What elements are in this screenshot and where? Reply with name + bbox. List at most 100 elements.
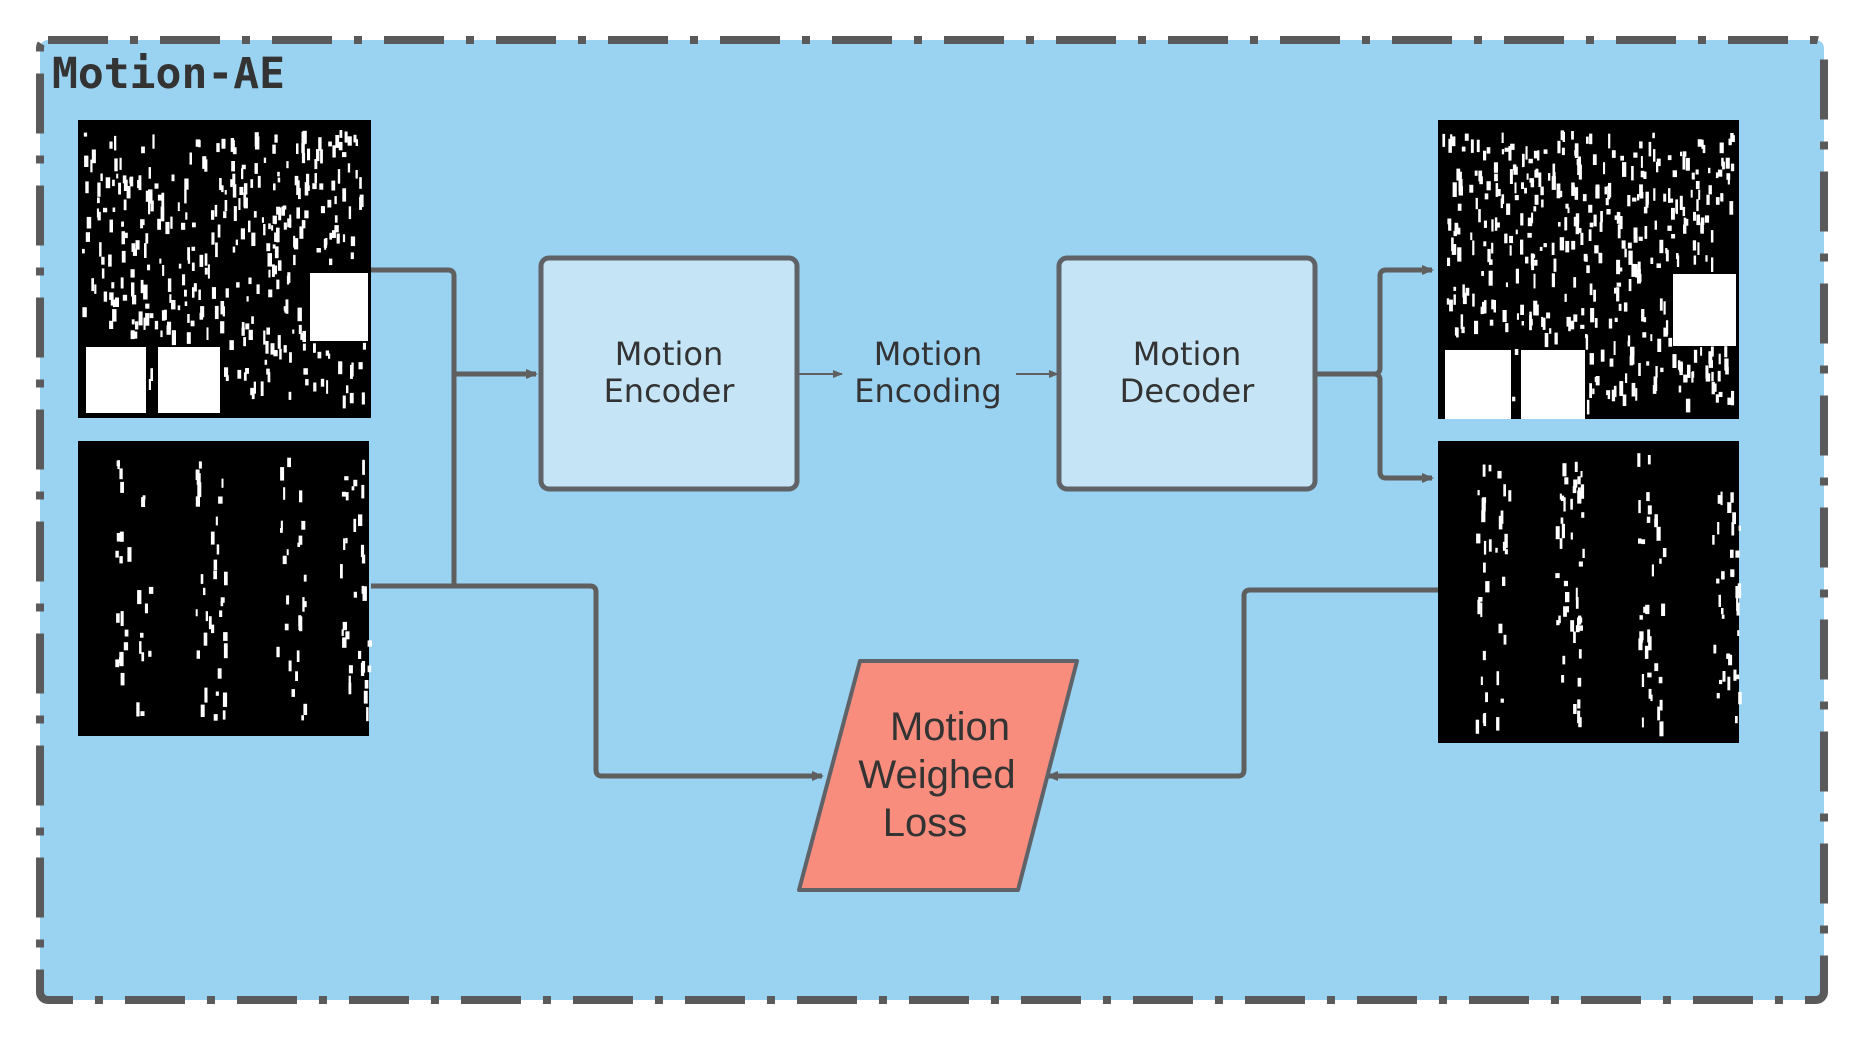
motion-mark (116, 173, 119, 179)
motion-mark (334, 225, 339, 233)
reconstructed-patch (1445, 350, 1511, 419)
motion-mark (324, 245, 327, 250)
motion-mark (358, 362, 363, 370)
motion-mark (1627, 340, 1630, 347)
motion-mark (280, 467, 285, 481)
motion-mark (103, 207, 108, 213)
motion-mark (307, 148, 311, 161)
motion-mark (148, 167, 151, 179)
motion-mark (1607, 391, 1611, 400)
motion-mark (1639, 631, 1644, 641)
motion-mark (230, 138, 235, 152)
motion-mark (1685, 157, 1690, 171)
motion-mark (264, 359, 268, 365)
motion-mark (1496, 717, 1500, 731)
motion-mark (1573, 631, 1576, 643)
motion-mark (208, 616, 212, 630)
motion-mark (121, 250, 126, 263)
motion-mark (301, 142, 305, 154)
motion-mark (205, 611, 208, 622)
motion-mark (1475, 719, 1480, 734)
motion-mark (1504, 147, 1509, 152)
motion-mark (1483, 150, 1487, 161)
motion-mark (1514, 195, 1519, 201)
motion-marks (1475, 453, 1742, 737)
motion-mark (1671, 207, 1675, 220)
output-to-loss-arrow (1046, 587, 1438, 781)
motion-mark (1512, 396, 1516, 402)
motion-mark (299, 490, 303, 503)
motion-mark (353, 479, 358, 487)
motion-mark (1563, 497, 1566, 512)
motion-mark (1733, 669, 1737, 681)
motion-mark (1638, 500, 1641, 514)
motion-mark (319, 183, 324, 190)
motion-mark (145, 303, 150, 309)
motion-mark (1528, 158, 1533, 164)
motion-mark (238, 198, 241, 210)
motion-mark (1588, 204, 1593, 213)
motion-mark (1505, 323, 1509, 333)
motion-mark (225, 288, 229, 298)
motion-mark (360, 544, 365, 557)
motion-mark (1563, 606, 1567, 617)
reconstructed-patch (1673, 274, 1736, 346)
motion-mark (1570, 498, 1573, 510)
motion-mark (1474, 170, 1478, 176)
motion-mark (1652, 385, 1657, 394)
motion-mark (1515, 268, 1519, 284)
motion-mark (250, 179, 254, 188)
motion-mark (243, 183, 248, 195)
motion-mark (318, 137, 322, 151)
motion-mark (1718, 391, 1723, 397)
motion-mark (131, 319, 135, 325)
motion-mark (1668, 337, 1673, 347)
motion-mark (337, 169, 341, 184)
motion-mark (1561, 675, 1565, 683)
motion-mark (1598, 252, 1603, 264)
motion-mark (1593, 289, 1596, 302)
motion-mark (1614, 287, 1617, 294)
motion-mark (1551, 176, 1556, 190)
motion-mark (1526, 173, 1529, 180)
motion-mark (366, 707, 369, 722)
motion-mark (342, 621, 347, 631)
motion-mark (1474, 320, 1479, 335)
motion-mark (1483, 713, 1487, 727)
motion-mark (1652, 132, 1655, 139)
motion-mark (306, 173, 310, 186)
loss-label-line1: Motion (890, 705, 1010, 749)
motion-mark (314, 159, 318, 170)
motion-mark (204, 253, 208, 266)
motion-mark (243, 192, 247, 208)
motion-mark (1574, 461, 1578, 472)
motion-mark (1491, 219, 1494, 232)
motion-mark (276, 279, 280, 290)
motion-mark (1710, 230, 1714, 243)
motion-mark (361, 661, 366, 673)
motion-mark (1628, 279, 1632, 292)
motion-mark (1565, 204, 1568, 209)
motion-mark (1639, 141, 1643, 149)
motion-mark (1680, 151, 1683, 157)
motion-mark (1453, 230, 1457, 237)
motion-mark (327, 199, 332, 208)
motion-mark (342, 188, 347, 202)
motion-mark (1515, 229, 1518, 235)
motion-mark (296, 143, 299, 154)
motion-mark (119, 556, 123, 564)
motion-mark (195, 139, 200, 147)
motion-mark (1719, 142, 1724, 154)
motion-mark (1653, 149, 1656, 162)
motion-mark (344, 131, 348, 143)
motion-mark (286, 161, 289, 169)
motion-mark (344, 476, 349, 481)
motion-mark (215, 516, 218, 526)
motion-mark (1721, 614, 1725, 619)
motion-mark (1603, 162, 1606, 175)
motion-mark (1614, 215, 1618, 220)
motion-mark (1696, 199, 1699, 212)
motion-mark (1580, 232, 1584, 245)
motion-mark (278, 207, 282, 221)
